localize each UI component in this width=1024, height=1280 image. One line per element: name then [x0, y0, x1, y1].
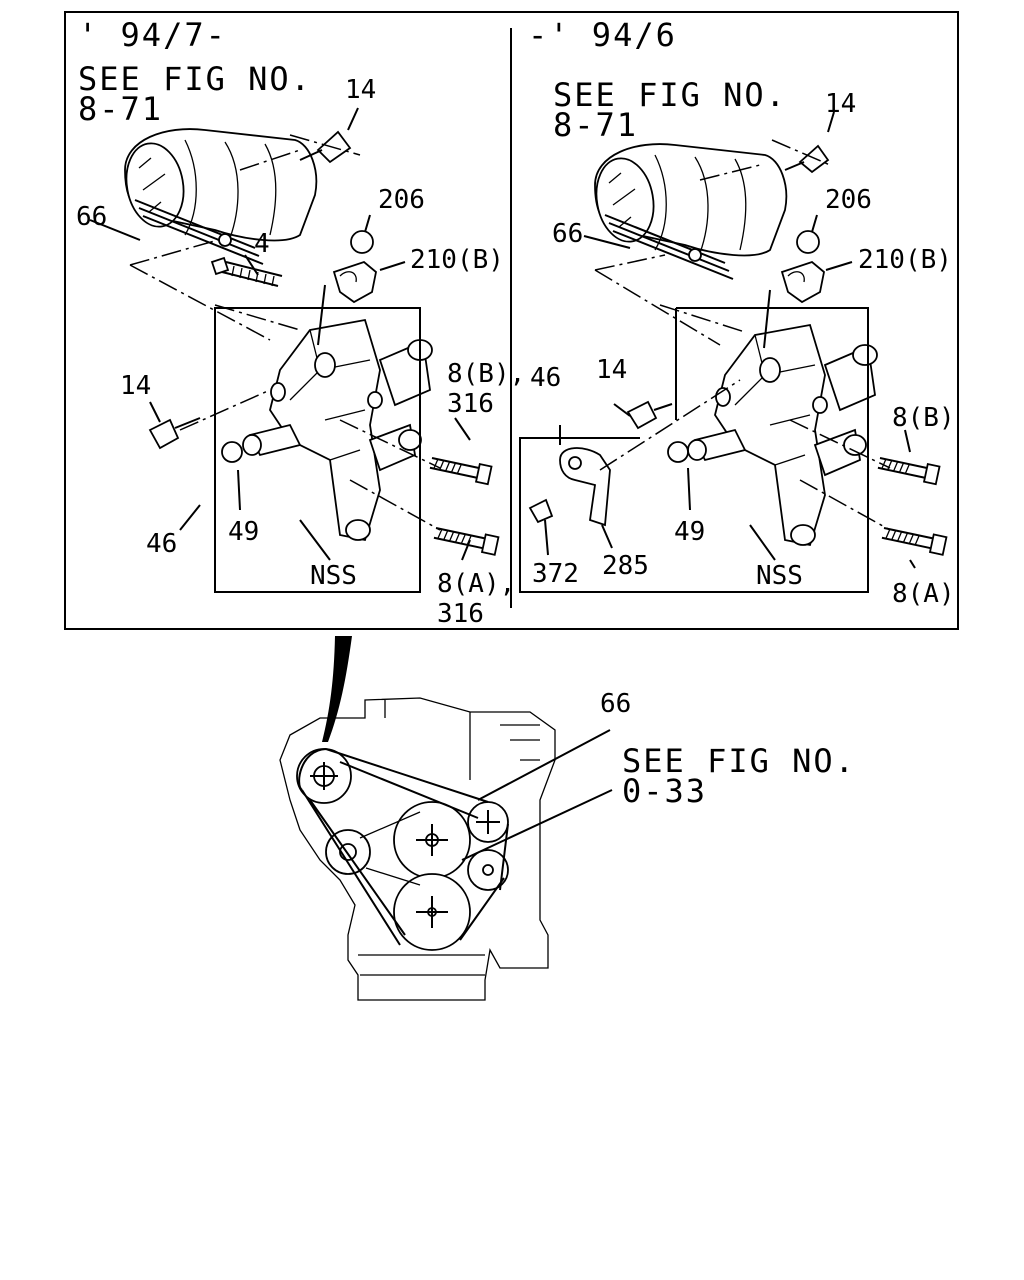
left-nut-49 [221, 441, 243, 463]
left-compressor [119, 128, 318, 265]
left-callout-210b: 210(B) [410, 245, 504, 275]
engine-callout-66: 66 [600, 689, 631, 719]
right-plug-206 [796, 230, 820, 254]
left-clip-210b [333, 261, 377, 303]
right-callout-210b: 210(B) [858, 245, 952, 275]
left-callout-14-top: 14 [345, 75, 376, 105]
right-date-label: -' 94/6 [528, 16, 677, 54]
right-clip-210b [781, 261, 825, 303]
right-callout-46: 46 [530, 363, 561, 393]
right-compressor [589, 143, 788, 280]
right-bolt-8a [881, 527, 948, 556]
left-bolt-4 [211, 257, 283, 287]
engine-outline [279, 697, 556, 1001]
left-callout-8b: 8(B), [447, 359, 525, 389]
right-callout-285: 285 [602, 551, 649, 581]
left-bolt-14 [148, 418, 180, 450]
right-callout-372: 372 [532, 559, 579, 589]
left-callout-49: 49 [228, 517, 259, 547]
right-see-fig-label: SEE FIG NO. [553, 76, 787, 114]
right-bolt-372 [528, 498, 554, 524]
left-see-fig-number: 8-71 [78, 90, 163, 128]
right-callout-14-top: 14 [825, 89, 856, 119]
left-bracket [242, 319, 433, 541]
right-see-fig-number: 8-71 [553, 106, 638, 144]
left-callout-14: 14 [120, 371, 151, 401]
right-callout-8a: 8(A) [892, 579, 955, 609]
left-callout-8a: 8(A), [437, 569, 515, 599]
right-bolt-14-top [798, 144, 830, 174]
left-see-fig-label: SEE FIG NO. [78, 60, 312, 98]
engine-see-fig-number: 0-33 [622, 772, 707, 810]
right-bracket-285 [559, 447, 611, 527]
left-callout-316-top: 316 [447, 389, 494, 419]
view-arrow [322, 636, 352, 742]
left-plug-206 [350, 230, 374, 254]
right-callout-66: 66 [552, 219, 583, 249]
right-bracket [687, 324, 878, 546]
left-callout-316-bottom: 316 [437, 599, 484, 629]
right-callout-206: 206 [825, 185, 872, 215]
left-callout-4: 4 [254, 229, 270, 259]
right-callout-14: 14 [596, 355, 627, 385]
right-callout-49: 49 [674, 517, 705, 547]
engine-see-fig-label: SEE FIG NO. [622, 742, 856, 780]
left-bolt-8b [429, 457, 493, 486]
left-date-label: ' 94/7- [78, 16, 227, 54]
left-callout-nss: NSS [310, 561, 357, 591]
left-bolt-8a [433, 527, 500, 556]
right-bolt-14 [626, 400, 658, 430]
drive-belt [298, 748, 509, 946]
left-callout-66: 66 [76, 202, 107, 232]
right-callout-8b: 8(B) [892, 403, 955, 433]
left-callout-46: 46 [146, 529, 177, 559]
right-callout-nss: NSS [756, 561, 803, 591]
right-nut-49 [667, 441, 689, 463]
right-bolt-8b [877, 457, 941, 486]
left-callout-206: 206 [378, 185, 425, 215]
